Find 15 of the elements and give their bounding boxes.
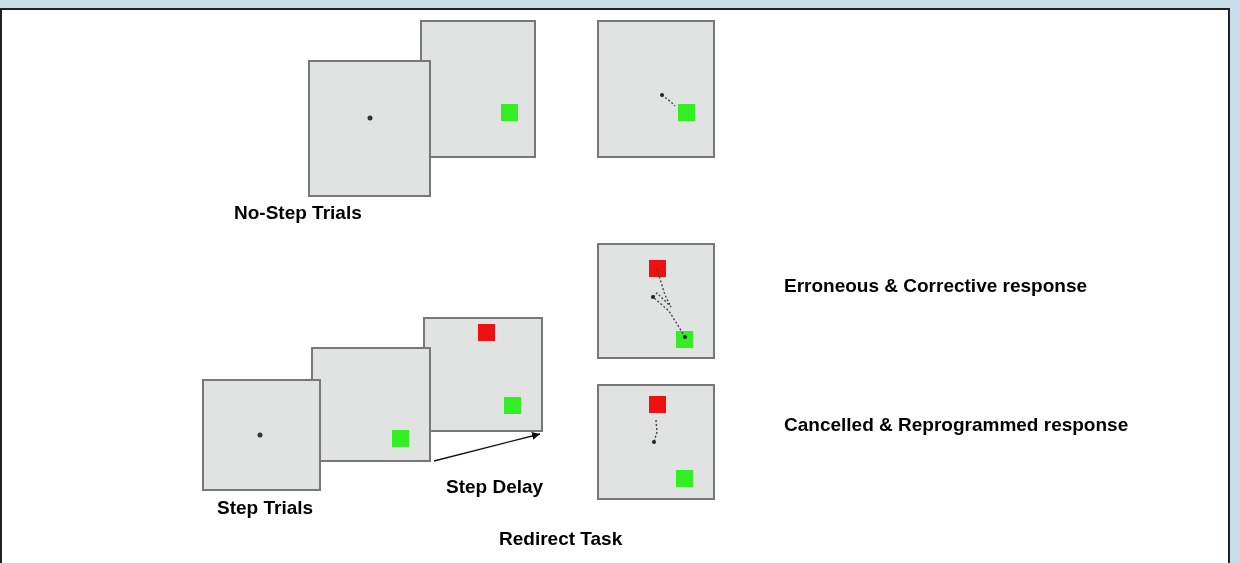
- screen-panel: [311, 347, 431, 462]
- text-label: No-Step Trials: [234, 202, 362, 224]
- screen-panel: [423, 317, 543, 432]
- text-label: Erroneous & Corrective response: [784, 275, 1088, 297]
- screen-panel: [597, 384, 715, 500]
- screen-panel: [597, 20, 715, 158]
- screen-panel: [308, 60, 431, 197]
- caption: Redirect Task: [499, 528, 623, 550]
- edge-label: Step Delay: [446, 476, 544, 498]
- text-label: Cancelled & Reprogrammed response: [784, 414, 1129, 436]
- screen-panel: [202, 379, 321, 491]
- screen-panel: [597, 243, 715, 359]
- screen-panel: [420, 20, 536, 158]
- arrow: [433, 432, 541, 462]
- text-label: Step Trials: [217, 497, 314, 519]
